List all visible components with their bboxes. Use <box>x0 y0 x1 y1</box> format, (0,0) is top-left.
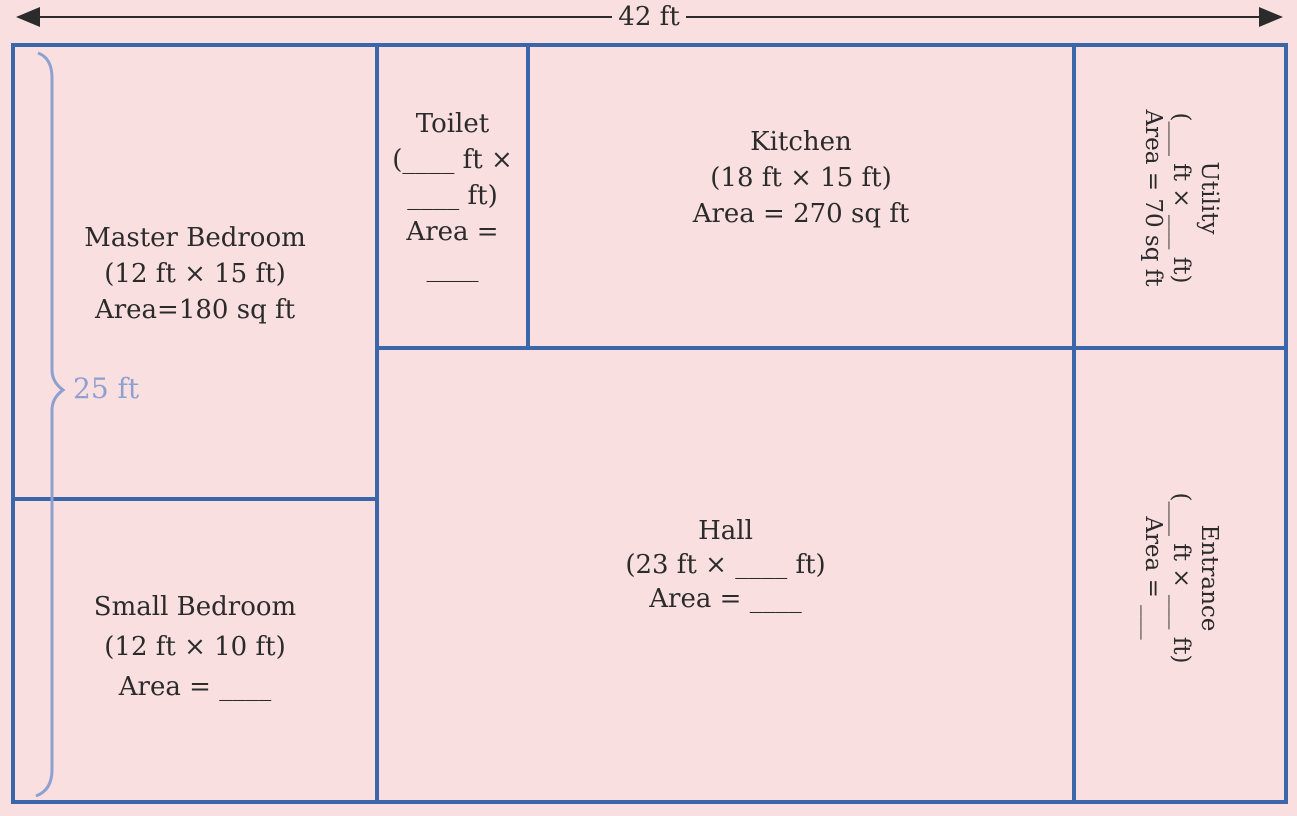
utility-name: Utility <box>1196 161 1222 235</box>
small-bedroom-label: Small Bedroom (12 ft × 10 ft) Area = ___… <box>13 587 377 707</box>
entrance-area: Area = ___ <box>1140 516 1166 640</box>
toilet-dims-line2: ____ ft) <box>407 181 498 211</box>
small-bedroom-dims: (12 ft × 10 ft) <box>104 632 286 662</box>
entrance-dims: (___ ft × ___ ft) <box>1168 492 1194 664</box>
kitchen-name: Kitchen <box>750 127 852 157</box>
height-dimension-label: 25 ft <box>73 372 140 405</box>
hall-dims: (23 ft × ____ ft) <box>625 550 826 580</box>
hall-label: Hall (23 ft × ____ ft) Area = ____ <box>377 514 1074 616</box>
outer-wall <box>11 43 1288 804</box>
toilet-dims-line1: (____ ft × <box>392 145 513 175</box>
width-dimension-label: 42 ft <box>612 0 686 34</box>
master-bedroom-area: Area=180 sq ft <box>94 295 296 325</box>
kitchen-area: Area = 270 sq ft <box>692 199 910 229</box>
master-bedroom-dims: (12 ft × 15 ft) <box>104 259 286 289</box>
toilet-label: Toilet (____ ft × ____ ft) Area = ____ <box>377 106 528 286</box>
small-bedroom-area: Area = ____ <box>118 672 272 702</box>
hall-area: Area = ____ <box>649 584 802 614</box>
utility-label: Utility (___ ft × ___ ft) Area = 70 sq f… <box>1137 48 1223 348</box>
utility-dims: (___ ft × ___ ft) <box>1168 112 1194 284</box>
kitchen-label: Kitchen (18 ft × 15 ft) Area = 270 sq ft <box>528 124 1074 232</box>
small-bedroom-name: Small Bedroom <box>93 592 297 622</box>
master-bedroom-name: Master Bedroom <box>84 223 306 253</box>
height-brace <box>35 51 66 798</box>
hall-name: Hall <box>698 516 753 546</box>
toilet-name: Toilet <box>415 109 490 139</box>
entrance-label: Entrance (___ ft × ___ ft) Area = ___ <box>1137 428 1223 728</box>
utility-area: Area = 70 sq ft <box>1140 109 1166 287</box>
toilet-area: Area = <box>406 217 499 247</box>
master-bedroom-label: Master Bedroom (12 ft × 15 ft) Area=180 … <box>13 220 377 328</box>
kitchen-dims: (18 ft × 15 ft) <box>710 163 892 193</box>
toilet-area-blank: ____ <box>426 253 479 283</box>
entrance-name: Entrance <box>1196 524 1222 632</box>
